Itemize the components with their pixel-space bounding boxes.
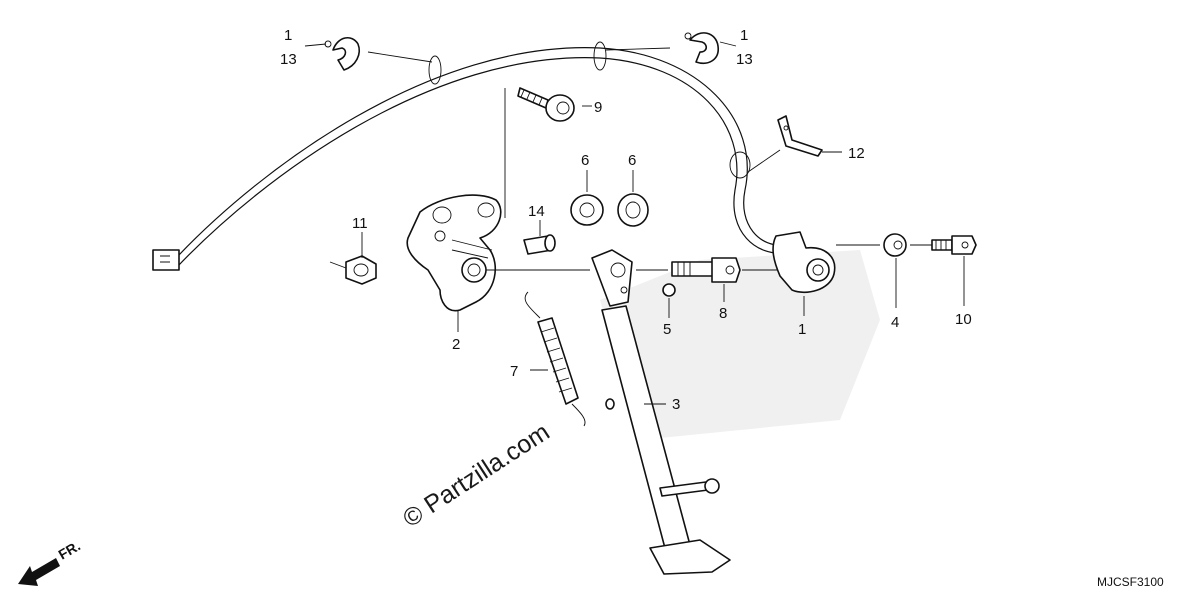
callout-8: 8 bbox=[719, 305, 727, 322]
assembly-lines bbox=[329, 88, 932, 271]
callout-13-right: 13 bbox=[736, 51, 753, 68]
callout-leaders bbox=[304, 41, 965, 405]
return-spring bbox=[524, 291, 586, 427]
flange-nut bbox=[345, 255, 377, 285]
pivot-bolt bbox=[671, 257, 741, 283]
callout-1-switch: 1 bbox=[798, 321, 806, 338]
callout-1-right: 1 bbox=[740, 27, 748, 44]
harness-clamp-left bbox=[324, 37, 360, 71]
washer-b bbox=[617, 193, 649, 227]
callout-10: 10 bbox=[955, 311, 972, 328]
harness-connector bbox=[152, 249, 180, 271]
callout-numbers: 1 13 1 13 9 12 6 6 14 11 2 7 5 8 1 4 10 … bbox=[280, 27, 972, 413]
callout-13-left: 13 bbox=[280, 51, 297, 68]
harness-bracket bbox=[777, 115, 823, 157]
callout-11: 11 bbox=[352, 215, 368, 232]
switch-wire-harness bbox=[152, 41, 786, 271]
collar bbox=[523, 234, 556, 255]
washer-a bbox=[570, 194, 604, 226]
flange-bolt bbox=[931, 235, 977, 255]
callout-9: 9 bbox=[594, 99, 602, 116]
callout-6-a: 6 bbox=[581, 152, 589, 169]
callout-7: 7 bbox=[510, 363, 518, 380]
side-stand-bracket bbox=[406, 194, 502, 312]
socket-bolt bbox=[517, 87, 575, 122]
side-stand bbox=[591, 249, 731, 575]
callout-14: 14 bbox=[528, 203, 545, 220]
harness-clamp-right bbox=[684, 32, 719, 64]
callout-6-b: 6 bbox=[628, 152, 636, 169]
callout-5: 5 bbox=[663, 321, 671, 338]
front-label: FR. bbox=[56, 537, 84, 562]
stand-pivot-nut bbox=[662, 283, 676, 297]
callout-12: 12 bbox=[848, 145, 865, 162]
front-direction-arrow: FR. bbox=[18, 537, 83, 586]
partzilla-watermark: © Partzilla.com bbox=[398, 418, 555, 533]
callout-2: 2 bbox=[452, 336, 460, 353]
flat-washer bbox=[883, 233, 907, 257]
brand-watermark-emblem bbox=[600, 250, 880, 440]
diagram-code: MJCSF3100 bbox=[1097, 575, 1164, 589]
callout-4: 4 bbox=[891, 314, 899, 331]
callout-1-left: 1 bbox=[284, 27, 292, 44]
side-stand-switch bbox=[772, 231, 836, 294]
callout-3: 3 bbox=[672, 396, 680, 413]
